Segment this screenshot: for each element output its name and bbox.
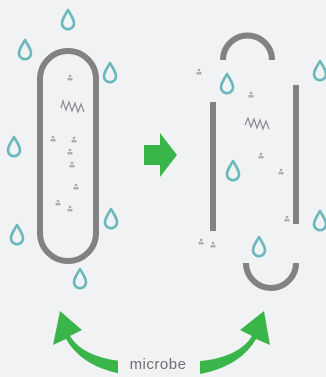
ruptured-dna-squiggle [245,118,269,129]
ruptured-membrane-bottom-arc [246,263,296,288]
intact-microbe [40,51,96,261]
right-arrow-icon [144,133,177,177]
intact-cell-particles [50,75,78,212]
left-curved-arrow [53,311,122,374]
intact-dna-squiggle [61,101,84,112]
ruptured-membrane-top-arc [223,36,272,61]
intact-cell-membrane [40,51,96,261]
water-drop-icon [221,61,326,256]
right-curved-arrow [200,311,270,374]
ruptured-microbe [196,36,296,289]
microbe-label: microbe [118,353,198,377]
